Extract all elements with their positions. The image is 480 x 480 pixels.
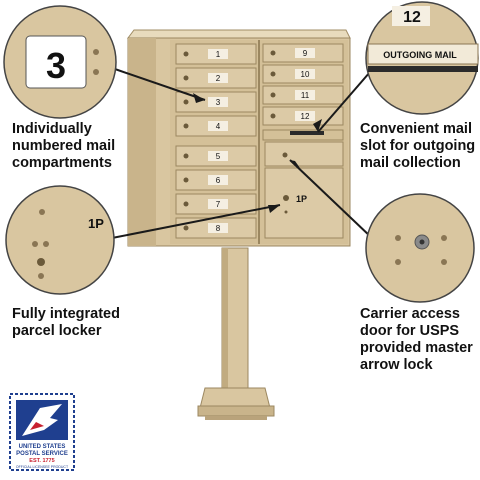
svg-text:OFFICIAL LICENSEE PRODUCT: OFFICIAL LICENSEE PRODUCT xyxy=(16,465,69,469)
eagle-icon xyxy=(22,404,62,436)
door-number: 5 xyxy=(216,152,221,161)
mail-compartment-7: 7 xyxy=(175,193,257,215)
door-number: 8 xyxy=(216,224,221,233)
mail-compartment-11: 11 xyxy=(262,85,344,105)
callout-leaders xyxy=(111,67,373,239)
zoom-carrier-lock xyxy=(365,193,475,303)
svg-text:1P: 1P xyxy=(88,216,104,231)
door-lock-icon xyxy=(183,75,189,81)
carrier-callout-text: Carrier access door for USPS provided ma… xyxy=(360,306,473,373)
parcel-lock-icon xyxy=(283,195,289,201)
door-number: 9 xyxy=(303,49,308,58)
pedestal xyxy=(197,247,275,420)
zoom-parcel-locker: 1P xyxy=(5,185,115,295)
left-door-column: 1 2 3 4 5 6 7 8 xyxy=(175,43,257,239)
door-lock-icon xyxy=(183,225,189,231)
door-number: 2 xyxy=(216,74,221,83)
door-number: 3 xyxy=(216,98,221,107)
parcel-locker: 1P xyxy=(264,167,344,239)
mail-compartment-4: 4 xyxy=(175,115,257,137)
door-number: 12 xyxy=(301,112,310,121)
door-number: 11 xyxy=(301,91,310,100)
mail-compartment-6: 6 xyxy=(175,169,257,191)
svg-text:EST. 1775: EST. 1775 xyxy=(29,458,54,464)
door-lock-icon xyxy=(270,71,276,77)
outgoing-mail-slot xyxy=(262,129,344,141)
door-number: 10 xyxy=(301,70,310,79)
mail-compartment-1: 1 xyxy=(175,43,257,65)
mail-compartment-2: 2 xyxy=(175,67,257,89)
door-lock-icon xyxy=(183,51,189,57)
zoom-outgoing-slot: 12 OUTGOING MAIL xyxy=(365,1,479,115)
door-lock-icon xyxy=(183,177,189,183)
svg-text:UNITED STATES: UNITED STATES xyxy=(19,444,66,450)
carrier-access-door xyxy=(264,141,344,167)
zoom-compartment-number: 3 xyxy=(3,5,117,119)
door-lock-icon xyxy=(183,201,189,207)
door-number: 1 xyxy=(216,50,221,59)
outgoing-callout-text: Convenient mail slot for outgoing mail c… xyxy=(360,121,476,171)
usps-licensee-logo: UNITED STATES POSTAL SERVICE EST. 1775 O… xyxy=(9,393,75,471)
mail-compartment-9: 9 xyxy=(262,43,344,63)
svg-text:1P: 1P xyxy=(296,194,307,204)
svg-text:OUTGOING MAIL: OUTGOING MAIL xyxy=(383,50,457,60)
door-lock-icon xyxy=(270,92,276,98)
mail-compartment-10: 10 xyxy=(262,64,344,84)
door-lock-icon xyxy=(183,99,189,105)
door-lock-icon xyxy=(183,123,189,129)
mail-compartment-12: 12 xyxy=(262,106,344,126)
parcel-callout-text: Fully integrated parcel locker xyxy=(12,306,120,339)
compartments-callout-text: Individually numbered mail compartments xyxy=(12,121,116,171)
right-door-column: 9 10 11 12 xyxy=(262,43,344,126)
mail-compartment-5: 5 xyxy=(175,145,257,167)
door-number: 6 xyxy=(216,176,221,185)
door-number: 7 xyxy=(216,200,221,209)
door-lock-icon xyxy=(270,50,276,56)
door-number: 4 xyxy=(216,122,221,131)
door-lock-icon xyxy=(270,113,276,119)
svg-text:12: 12 xyxy=(403,9,421,26)
mail-compartment-8: 8 xyxy=(175,217,257,239)
svg-text:3: 3 xyxy=(46,45,66,86)
door-lock-icon xyxy=(183,153,189,159)
svg-text:POSTAL SERVICE: POSTAL SERVICE xyxy=(16,451,68,457)
